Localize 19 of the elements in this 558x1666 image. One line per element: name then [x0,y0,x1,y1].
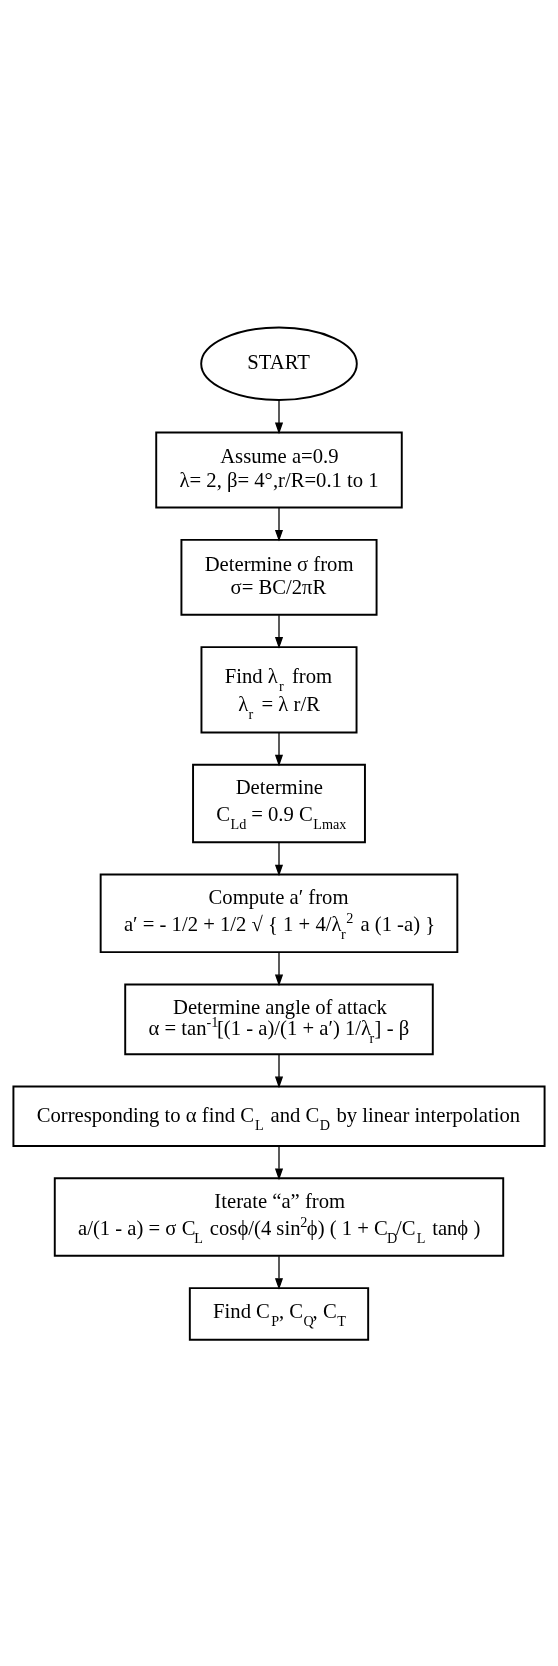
arrow [274,506,284,542]
node-box: Find C$_{P}$, C$_{Q}$, C$_{T}$ [188,1286,370,1341]
node-box: Corresponding to α find C$_{L}$ and C$_{D}$ by linear interpolation [12,1085,546,1147]
node-box: Determine angle of attack α = tan$^{-1}$[(1 - a)/(1 + a′) 1/λ$_{r}$] - β [124,982,434,1055]
node-ellipse: START [200,325,358,401]
arrow [274,614,284,649]
arrow [274,1255,284,1290]
node-box: Find λ$_{r}$ from λ$_{r}$ = λ r/R [200,645,358,733]
arrow [274,1053,284,1088]
node-box: Compute a′ from a′ = - 1/2 + 1/2 √ { 1 + 4/λ$_{r}$$^{2}$ a (1 -a) } [99,873,459,953]
arrow [274,731,284,766]
node-box: Determine σ from σ= BC/2πR [180,538,378,616]
node-box: Assume a=0.9 λ= 2, β= 4°,r/R=0.1 to 1 [155,431,403,509]
arrow [274,841,284,876]
arrow [274,1145,284,1180]
node-box: Iterate “a” from a/(1 - a) = σ C$_{L}$ cosϕ/(4 sin$^{2}$ϕ) ( 1 + C$_{D}$/C$_{L}$ tanϕ ) [53,1176,505,1257]
node-box: Determine C$_{Ld}$ = 0.9 C$_{Lmax}$ [192,763,366,843]
arrow [274,399,284,434]
arrow [274,951,284,986]
